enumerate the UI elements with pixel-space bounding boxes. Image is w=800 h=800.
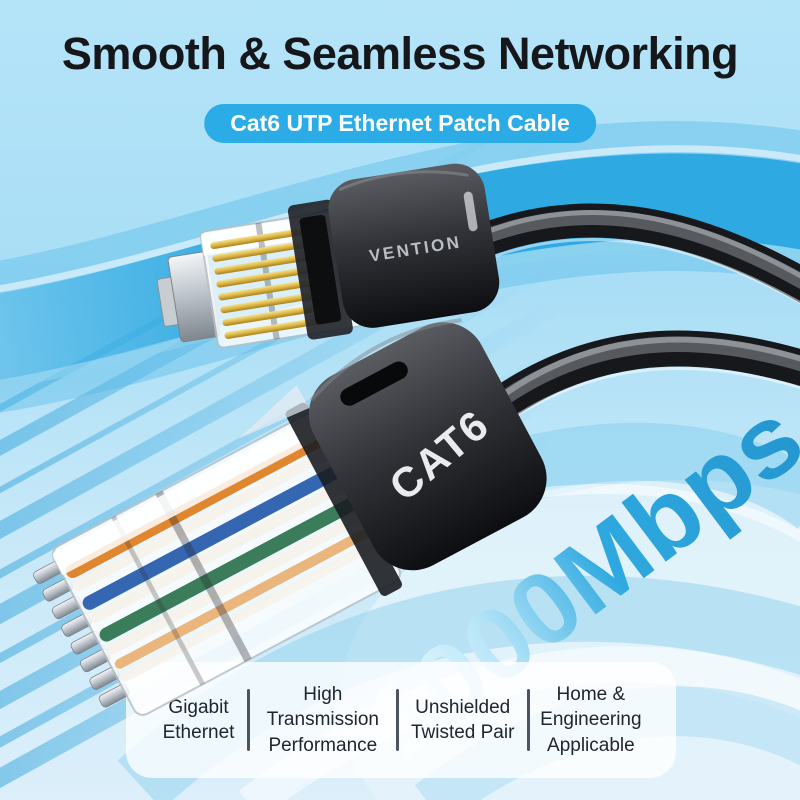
feature-divider bbox=[247, 689, 251, 751]
feature-divider bbox=[395, 689, 399, 751]
headline: Smooth & Seamless Networking bbox=[61, 28, 739, 79]
feature-item: Home & Engineering Applicable bbox=[540, 684, 642, 756]
category-badge: Cat6 UTP Ethernet Patch Cable bbox=[204, 104, 596, 143]
feature-item: Gigabit Ethernet bbox=[162, 696, 235, 743]
feature-item: High Transmission Performance bbox=[266, 684, 379, 756]
feature-divider bbox=[526, 689, 530, 751]
features-panel: Gigabit Ethernet High Transmission Perfo… bbox=[126, 662, 676, 778]
feature-item: Unshielded Twisted Pair bbox=[410, 696, 515, 743]
